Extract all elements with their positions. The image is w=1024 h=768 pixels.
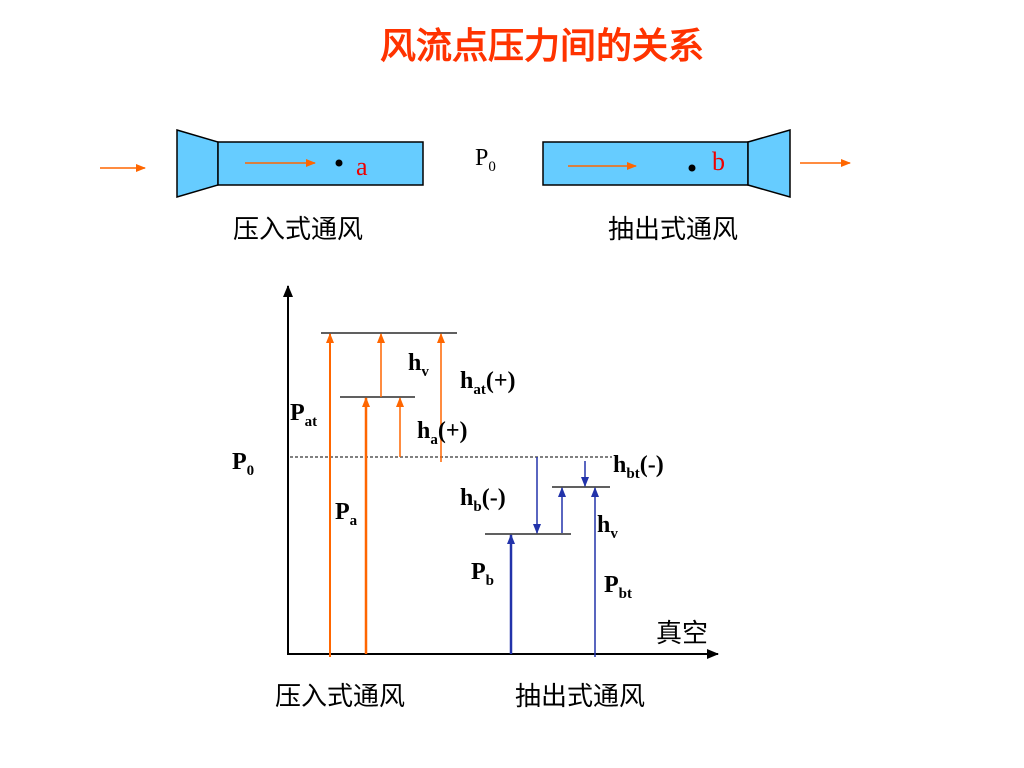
point-b-label: b — [712, 147, 725, 176]
hbt-label: hbt(-) — [613, 452, 664, 482]
exhaust-caption-top: 抽出式通风 — [608, 215, 738, 245]
atmospheric-pressure-label: P0 — [475, 145, 496, 175]
vacuum-label: 真空 — [656, 619, 708, 649]
point-b-dot — [688, 164, 696, 172]
duct-body — [217, 141, 424, 186]
hv-right-label: hv — [597, 512, 618, 542]
page-title: 风流点压力间的关系 — [380, 26, 704, 67]
press-in-caption-top: 压入式通风 — [233, 215, 363, 245]
pressure-graph: P0 hv hat(+) Pat ha(+) Pa hbt(-) hb(-) h… — [232, 285, 719, 659]
ha-label: ha(+) — [417, 418, 468, 448]
pbt-label: Pbt — [604, 572, 632, 602]
exhaust-caption-bottom: 抽出式通风 — [515, 682, 645, 712]
press-in-duct: a — [100, 128, 424, 199]
hat-label: hat(+) — [460, 368, 516, 398]
pb-label: Pb — [471, 559, 494, 589]
duct-body — [542, 141, 749, 186]
duct-fan-section — [747, 129, 791, 198]
point-a-label: a — [356, 152, 368, 181]
pa-label: Pa — [335, 499, 358, 529]
hv-left-label: hv — [408, 350, 429, 380]
exhaust-duct: b — [542, 129, 851, 198]
p0-axis-label: P0 — [232, 449, 254, 479]
press-in-caption-bottom: 压入式通风 — [275, 682, 405, 712]
pat-label: Pat — [290, 400, 317, 430]
point-a-dot — [335, 159, 343, 167]
hb-label: hb(-) — [460, 485, 506, 515]
duct-fan-section — [176, 128, 219, 199]
